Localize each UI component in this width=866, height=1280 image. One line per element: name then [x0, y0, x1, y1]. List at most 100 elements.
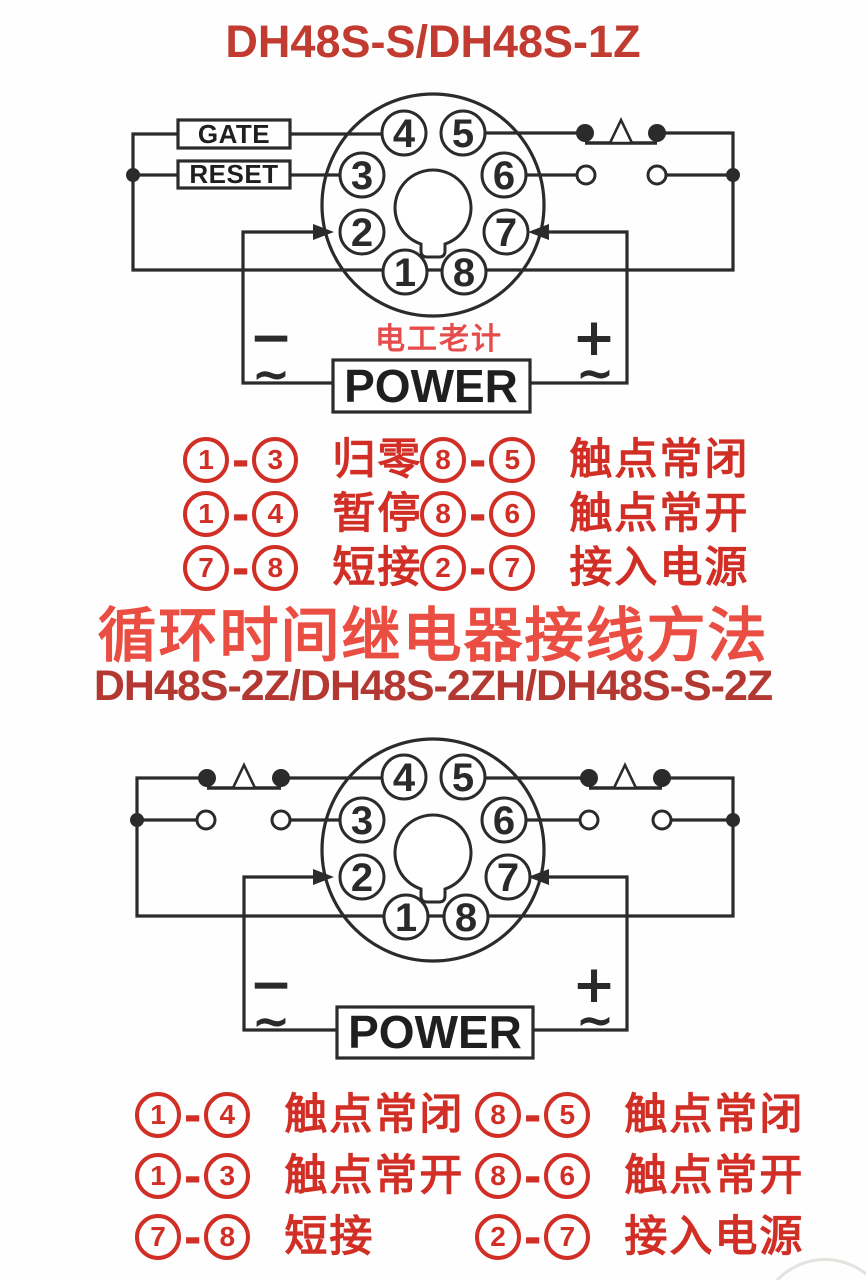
- ac-symbol: ~: [576, 346, 615, 400]
- pin-number-circle: 2: [475, 1214, 521, 1260]
- dash: -: [469, 485, 487, 543]
- dash: -: [524, 1086, 542, 1144]
- pin-number-circle: 8: [252, 545, 299, 591]
- annotation-row: 8 - 5 触点常闭: [475, 1086, 805, 1144]
- annotation-label: 触点常开: [624, 1151, 805, 1201]
- socket-pins-1: 4 5 3 6 2 7 1 8: [338, 109, 530, 296]
- power-label: POWER: [348, 1006, 522, 1058]
- no-contact-terminal: [575, 164, 597, 186]
- pin-2-label: 2: [351, 211, 373, 255]
- pin-number-circle: 7: [489, 545, 536, 591]
- dash: -: [524, 1208, 542, 1266]
- pin-number-circle: 1: [135, 1153, 181, 1199]
- wiring-diagram-2: 4 5 3 6 2 7 1 8 POWER − ~ + ~: [130, 737, 740, 1060]
- watermark-text: 电工老计: [375, 323, 503, 356]
- pin-6-label: 6: [493, 799, 515, 843]
- pin-number-circle: 8: [420, 491, 466, 537]
- annotation-label: 归零: [332, 435, 423, 485]
- pin2-power-wire: [242, 875, 339, 1032]
- annotation-label: 短接: [284, 1212, 375, 1262]
- ac-symbol: ~: [252, 994, 291, 1048]
- annotation-row: 1 - 3 触点常开: [135, 1150, 465, 1202]
- pin-number-circle: 5: [489, 437, 536, 483]
- pin-number-circle: 8: [475, 1092, 521, 1138]
- junction-dot: [126, 168, 140, 182]
- nc-contact-dot: [576, 124, 594, 142]
- pin-4-label: 4: [393, 756, 416, 800]
- no-contact-terminal: [578, 809, 600, 831]
- no-contact-terminal: [646, 164, 668, 186]
- socket-outline: [320, 737, 546, 963]
- power-box: [331, 358, 532, 414]
- pin-number-circle: 6: [544, 1153, 591, 1199]
- delay-triangle-icon: [230, 761, 258, 790]
- pin-number-circle: 1: [135, 1092, 181, 1138]
- pin-number-circle: 8: [204, 1214, 251, 1260]
- annotation-row: 8 - 6 触点常开: [420, 485, 750, 543]
- socket-keyway: [393, 813, 473, 904]
- model-title-1: DH48S-S/DH48S-1Z: [225, 16, 641, 67]
- socket-keyway: [393, 168, 473, 259]
- junction-dot: [726, 813, 740, 827]
- nc-contact-dot: [653, 769, 671, 787]
- pin-1-label: 1: [395, 896, 417, 940]
- ac-symbol: ~: [576, 993, 615, 1047]
- power-label: POWER: [344, 360, 518, 412]
- wiring-diagram-1: 4 5 3 6 2 7 1 8 GATE RESET POWER − ~ + ~: [126, 92, 740, 414]
- junction-dot: [130, 813, 144, 827]
- arrow-into-pin7-icon: [528, 869, 549, 885]
- pin2-power-wire: [241, 230, 335, 385]
- pin-number-circle: 4: [204, 1092, 251, 1138]
- annotation-label: 接入电源: [569, 543, 750, 593]
- annotation-label: 触点常闭: [284, 1090, 465, 1140]
- annotation-label: 接入电源: [624, 1212, 805, 1262]
- no-contact-terminal: [270, 809, 292, 831]
- gate-label: GATE: [198, 119, 270, 149]
- nc-contact-dot: [272, 769, 290, 787]
- pin-number-circle: 7: [544, 1214, 591, 1260]
- pin-8-label: 8: [453, 251, 475, 295]
- annotation-row: 7 - 8 短接: [135, 1211, 375, 1263]
- nc-contact-dot: [648, 124, 666, 142]
- gate-box: [176, 118, 292, 150]
- annotation-label: 触点常闭: [624, 1090, 805, 1140]
- pin-5-label: 5: [452, 756, 474, 800]
- pin-3-label: 3: [351, 799, 373, 843]
- pin-number-circle: 3: [252, 437, 299, 483]
- annotation-label: 触点常开: [284, 1151, 465, 1201]
- pin-number-circle: 8: [420, 437, 466, 483]
- delay-triangle-icon: [611, 761, 639, 790]
- annotation-row: 1 - 4 暂停: [183, 485, 423, 543]
- annotation-row: 2 - 7 接入电源: [420, 542, 750, 594]
- dash: -: [232, 431, 250, 489]
- annotation-row: 1 - 4 触点常闭: [135, 1089, 465, 1141]
- pin-6-label: 6: [493, 154, 515, 198]
- annotation-label: 触点常开: [569, 489, 750, 539]
- pin-7-label: 7: [497, 856, 519, 900]
- pin-2-label: 2: [351, 856, 373, 900]
- pin-number-circle: 2: [420, 545, 466, 591]
- dash: -: [524, 1147, 542, 1205]
- dash: -: [232, 485, 250, 543]
- model-title-2: DH48S-2Z/DH48S-2ZH/DH48S-S-2Z: [93, 662, 773, 710]
- annotation-row: 7 - 8 短接: [183, 542, 423, 594]
- pin-number-circle: 5: [544, 1092, 591, 1138]
- annotation-label: 触点常闭: [569, 435, 750, 485]
- pin-4-label: 4: [393, 112, 416, 156]
- reset-label: RESET: [189, 159, 278, 189]
- minus-symbol: −: [249, 955, 293, 1015]
- annotation-label: 暂停: [332, 489, 423, 539]
- power-box: [335, 1005, 535, 1060]
- arrow-into-pin2-icon: [313, 869, 334, 885]
- dash: -: [469, 431, 487, 489]
- pin-number-circle: 3: [204, 1153, 251, 1199]
- plus-symbol: +: [572, 308, 616, 368]
- pin-7-label: 7: [495, 211, 517, 255]
- pin7-power-wire: [531, 875, 629, 1032]
- nc-contact-dot: [580, 769, 598, 787]
- annotation-row: 8 - 6 触点常开: [475, 1147, 805, 1205]
- arrow-into-pin7-icon: [528, 224, 549, 240]
- annotation-label: 短接: [332, 543, 423, 593]
- annotation-row: 1 - 3 归零: [183, 431, 423, 489]
